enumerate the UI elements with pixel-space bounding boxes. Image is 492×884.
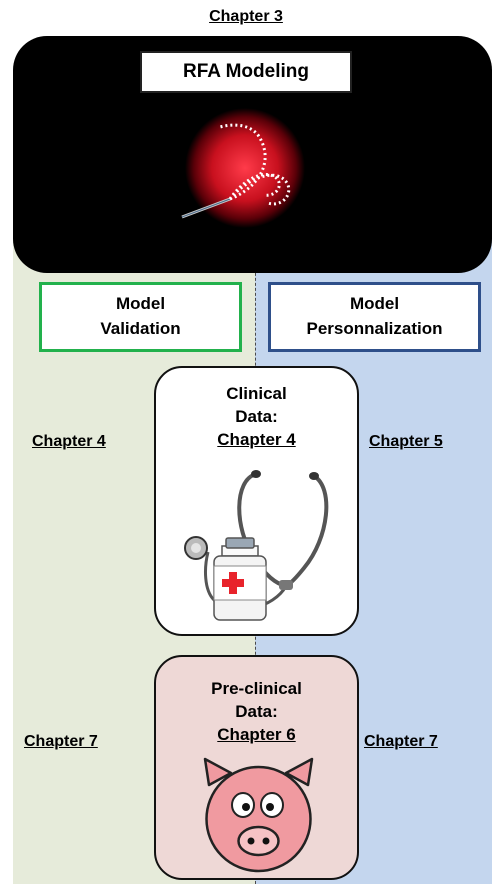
preclinical-title-line1: Pre-clinical bbox=[211, 679, 302, 698]
electrode-tines bbox=[219, 123, 291, 206]
pig-icon bbox=[203, 757, 314, 873]
model-personnalization-line2: Personnalization bbox=[306, 319, 443, 338]
rfa-ablation-image bbox=[181, 108, 305, 228]
model-personnalization-box: Model Personnalization bbox=[268, 282, 481, 352]
clinical-chapter: Chapter 4 bbox=[217, 430, 296, 449]
stethoscope-icon bbox=[184, 470, 329, 621]
right-clinical-chapter: Chapter 5 bbox=[369, 433, 443, 450]
preclinical-chapter: Chapter 6 bbox=[217, 725, 296, 744]
left-preclinical-chapter: Chapter 7 bbox=[24, 733, 98, 750]
clinical-title-line2: Data: bbox=[235, 407, 278, 426]
electrode-shaft-edge bbox=[181, 198, 231, 218]
model-personnalization-line1: Model bbox=[349, 294, 400, 314]
preclinical-data-card: Pre-clinical Data: Chapter 6 bbox=[154, 655, 359, 880]
model-validation-line2: Validation bbox=[100, 319, 181, 338]
preclinical-title-line2: Data: bbox=[235, 702, 278, 721]
clinical-title-line1: Clinical bbox=[226, 384, 287, 403]
right-preclinical-chapter: Chapter 7 bbox=[364, 733, 438, 750]
clinical-data-card: Clinical Data: Chapter 4 bbox=[154, 366, 359, 636]
left-clinical-chapter: Chapter 4 bbox=[32, 433, 106, 450]
ablation-zone bbox=[185, 108, 305, 228]
model-validation-box: Model Validation bbox=[39, 282, 242, 352]
rfa-modeling-label: RFA Modeling bbox=[140, 51, 352, 93]
chapter-3-title: Chapter 3 bbox=[209, 8, 283, 25]
model-validation-line1: Model bbox=[115, 294, 166, 314]
